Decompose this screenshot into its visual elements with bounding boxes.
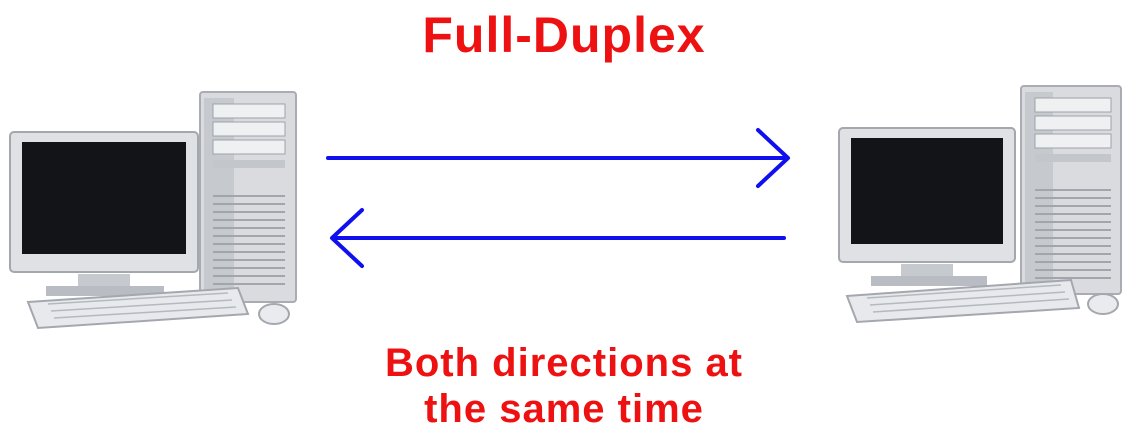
- left-computer-icon: [9, 91, 297, 330]
- caption-line-1: Both directions at: [384, 341, 744, 385]
- duplex-arrows: [326, 128, 790, 268]
- right-computer-icon: [838, 85, 1122, 324]
- caption-line-2: the same time: [424, 387, 704, 431]
- arrow-left-icon: [330, 208, 786, 268]
- diagram-caption: Both directions at the same time: [0, 340, 1128, 432]
- diagram-title: Full-Duplex: [422, 7, 706, 63]
- arrow-right-icon: [326, 128, 790, 188]
